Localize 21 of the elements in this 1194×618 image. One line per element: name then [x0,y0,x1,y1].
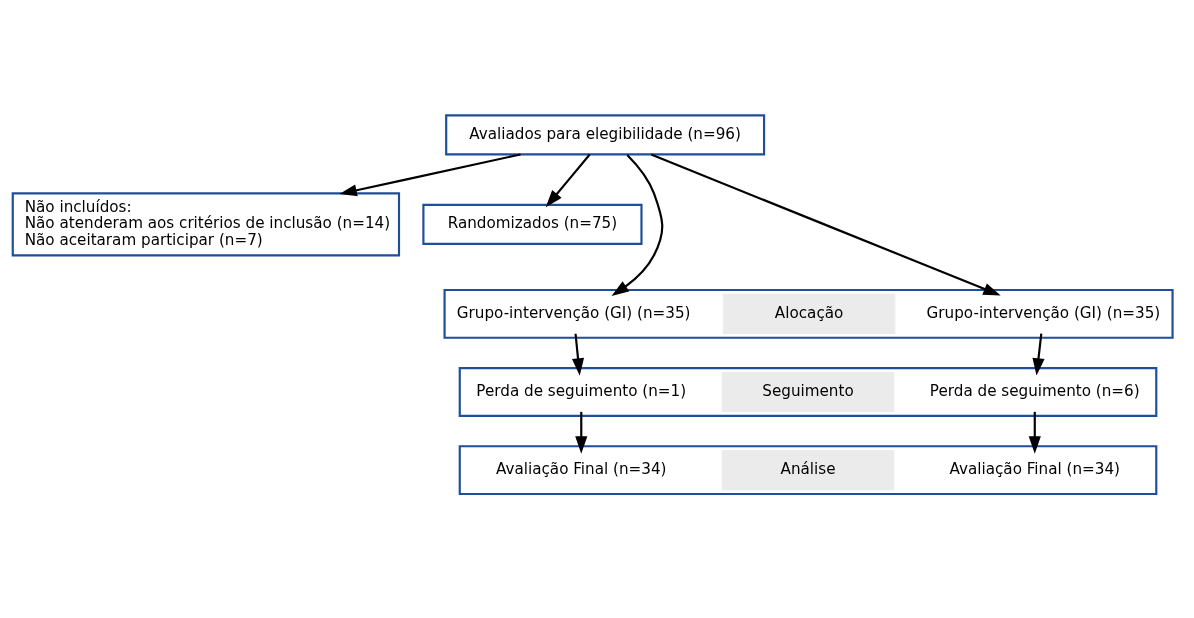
arrow [575,411,588,454]
cluster [458,367,1158,417]
node-text: Grupo-intervenção (GI) (n=35) [926,303,1161,322]
node-text: Perda de seguimento (n=6) [929,382,1140,401]
node-text: Avaliação Final (n=34) [496,460,667,479]
arrow [650,153,1001,296]
arrow [339,153,521,197]
cluster [443,288,1174,339]
node-text: Avaliação Final (n=34) [949,460,1121,479]
arrow [1032,333,1045,376]
arrow [545,153,591,208]
node-box: Não incluídos: Não atenderam aos critérios de inclusão (n=14) Não aceitaram participar (n=7) [11,192,401,257]
arrow [571,333,585,376]
arrow [611,154,664,296]
arrow [1028,411,1041,454]
node-text: Grupo-intervenção (GI) (n=35) [456,303,691,322]
node-box: Randomizados (n=75) [422,203,643,245]
cluster [458,445,1158,496]
node-box: Avaliados para elegibilidade (n=96) [445,114,766,156]
node-box: Seguimento [721,371,895,413]
node-text: Perda de seguimento (n=1) [476,382,687,401]
